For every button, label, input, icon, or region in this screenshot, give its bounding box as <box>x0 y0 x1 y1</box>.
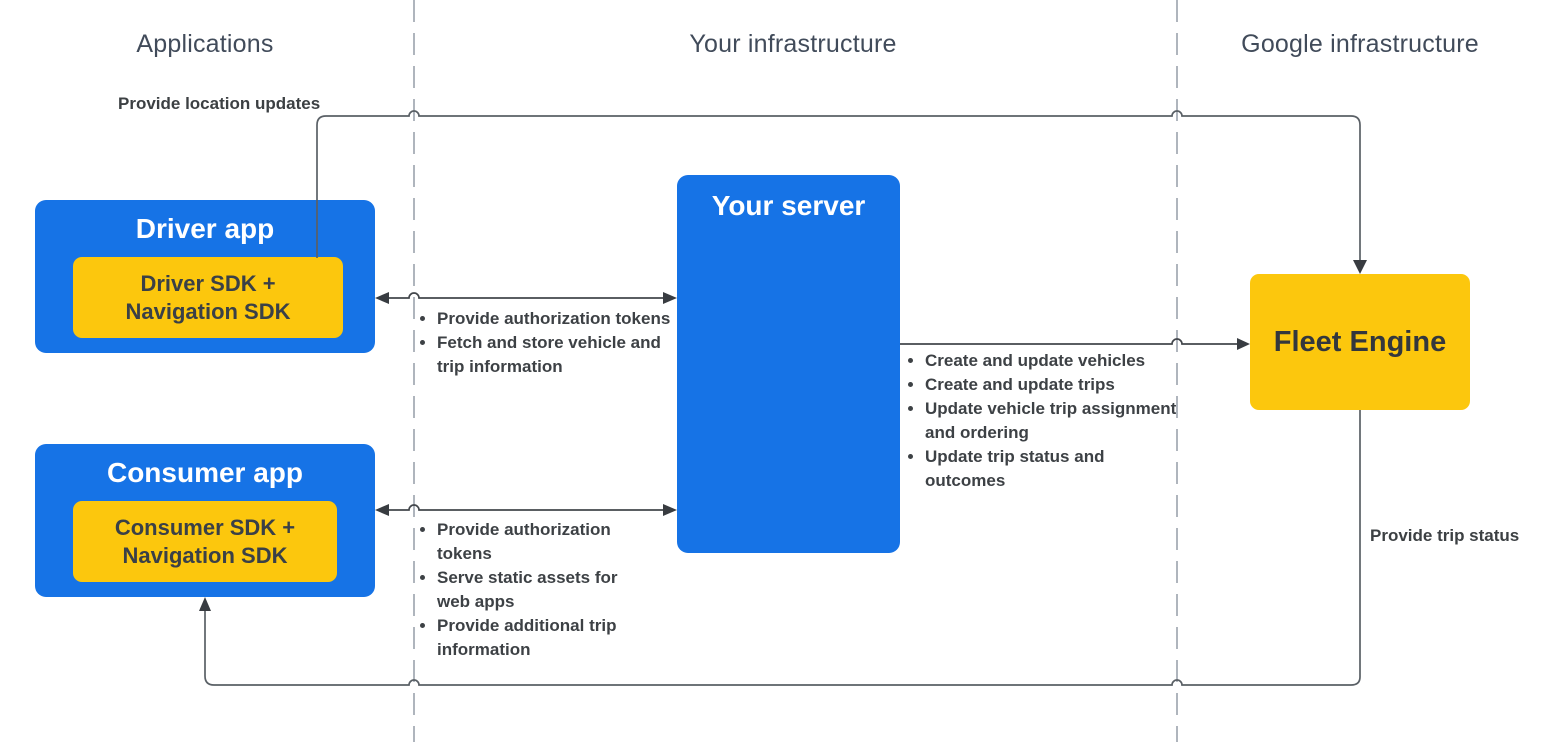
task-item: Provide authorization tokens <box>437 307 677 331</box>
driver-app-node: Driver app Driver SDK + Navigation SDK <box>35 200 375 353</box>
consumer-sdk-box: Consumer SDK + Navigation SDK <box>73 501 337 582</box>
arrowhead-into-fleet-engine-left <box>1237 338 1250 350</box>
column-label-your-infrastructure: Your infrastructure <box>689 30 897 58</box>
fleet-engine-title: Fleet Engine <box>1273 325 1447 358</box>
driver-server-task-list: Provide authorization tokensFetch and st… <box>419 307 677 379</box>
edge-server-fleet-line <box>900 338 1238 345</box>
arrowhead-into-consumer-app <box>375 504 389 516</box>
task-item: Provide authorization tokens <box>437 518 637 566</box>
arrowhead-into-fleet-engine-top <box>1353 260 1367 274</box>
task-item: Create and update vehicles <box>925 349 1177 373</box>
label-provide-trip-status: Provide trip status <box>1370 526 1520 545</box>
task-item: Create and update trips <box>925 373 1177 397</box>
consumer-app-title: Consumer app <box>106 457 304 488</box>
arrowhead-into-your-server-upper <box>663 292 677 304</box>
arrowhead-into-your-server-lower <box>663 504 677 516</box>
consumer-server-task-list: Provide authorization tokensServe static… <box>419 518 637 662</box>
consumer-app-node: Consumer app Consumer SDK + Navigation S… <box>35 444 375 597</box>
label-provide-location-updates: Provide location updates <box>118 94 321 113</box>
task-item: Update vehicle trip assignment and order… <box>925 397 1177 445</box>
your-server-node: Your server <box>677 175 900 553</box>
arrowhead-into-consumer-app-bottom <box>199 597 211 611</box>
driver-sdk-box: Driver SDK + Navigation SDK <box>73 257 343 338</box>
column-label-applications: Applications <box>136 30 274 58</box>
fleet-engine-node: Fleet Engine <box>1250 274 1470 410</box>
column-label-google-infrastructure: Google infrastructure <box>1241 30 1479 58</box>
server-fleet-task-list: Create and update vehiclesCreate and upd… <box>907 349 1177 493</box>
task-item: Serve static assets for web apps <box>437 566 637 614</box>
driver-app-title: Driver app <box>135 213 275 244</box>
task-item: Update trip status and outcomes <box>925 445 1177 493</box>
your-server-title: Your server <box>711 190 866 221</box>
task-item: Fetch and store vehicle and trip informa… <box>437 331 677 379</box>
arrowhead-into-driver-app <box>375 292 389 304</box>
task-item: Provide additional trip information <box>437 614 637 662</box>
edge-driver-server-line <box>388 292 665 299</box>
edge-consumer-server-line <box>388 504 665 511</box>
